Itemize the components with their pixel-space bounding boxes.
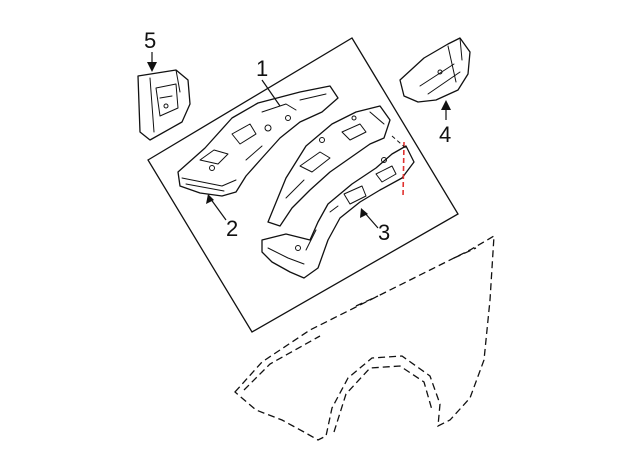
leader-4-arrow: [441, 100, 451, 110]
part-3-rail-extension: [261, 145, 415, 279]
leader-1: [261, 79, 281, 107]
fender-ghost: [234, 234, 495, 441]
callout-5: 5: [144, 28, 156, 53]
part-5-bracket: [137, 69, 191, 141]
callout-2: 2: [226, 216, 238, 241]
red-dashed-cut-line: [402, 141, 405, 199]
leader-5-arrow: [147, 62, 157, 72]
leader-3-arrow: [360, 208, 368, 218]
assembly-frame: [147, 37, 459, 333]
part-4-bracket: [399, 37, 471, 103]
part-1-rail: [267, 105, 391, 227]
leader-2-arrow: [206, 194, 214, 204]
cut-reference-line: [391, 135, 409, 151]
callout-1: 1: [256, 56, 268, 81]
callout-4: 4: [439, 122, 451, 147]
part-2-apron: [177, 85, 339, 197]
leader-2: [209, 197, 227, 221]
callout-3: 3: [378, 220, 390, 245]
